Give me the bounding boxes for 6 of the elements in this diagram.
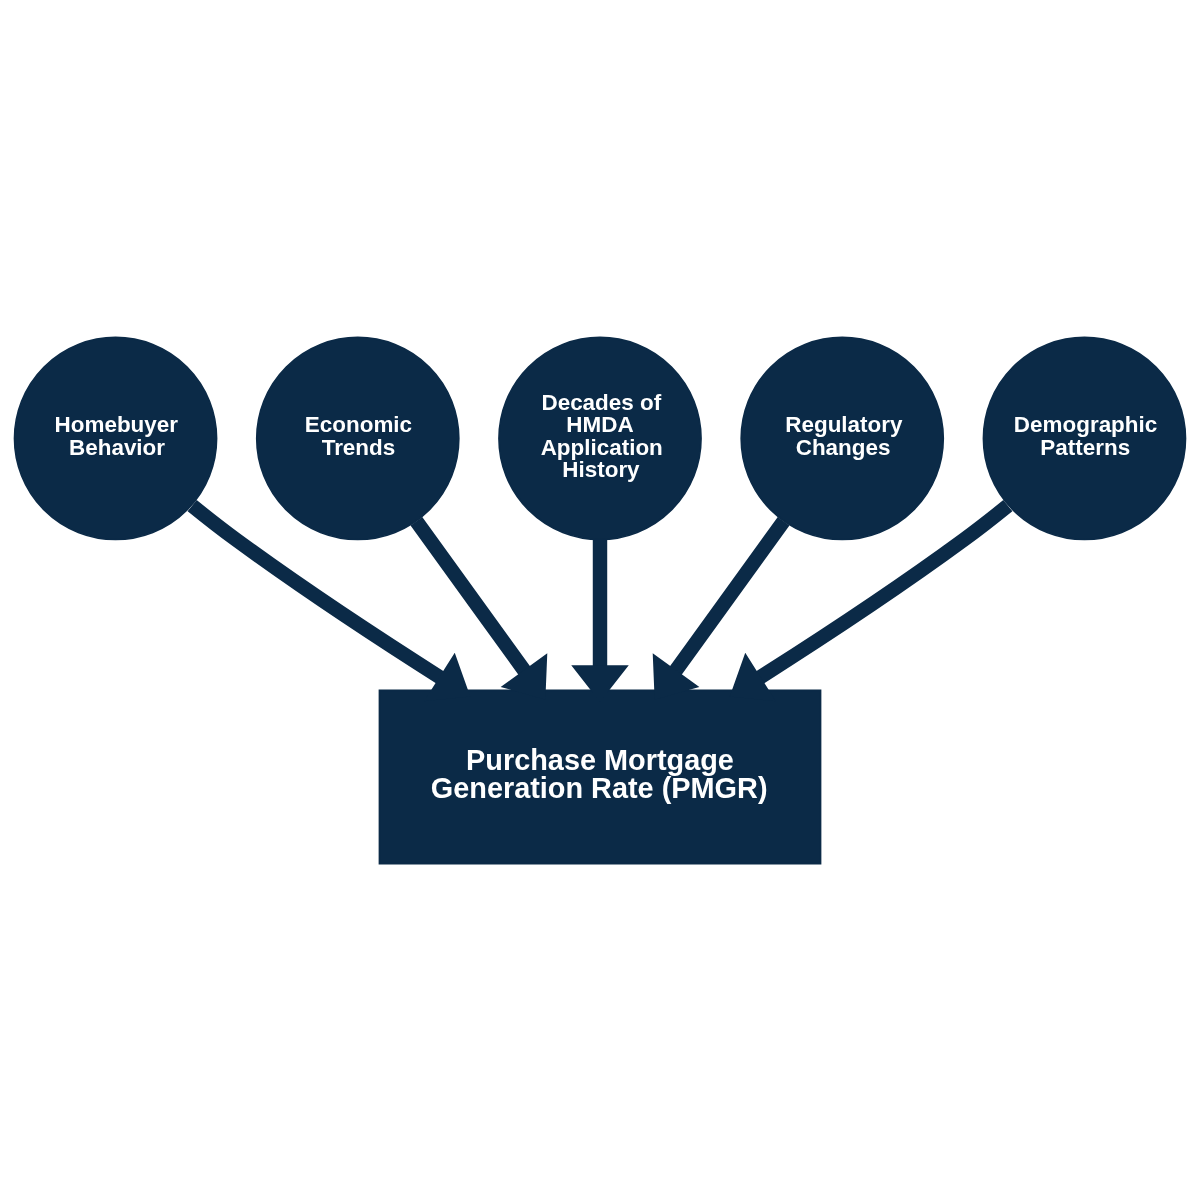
node-circle: Decades of HMDA Application History xyxy=(498,336,702,540)
node-circle: Economic Trends xyxy=(255,336,460,540)
node-circle: Demographic Patterns xyxy=(982,336,1187,540)
node-box: Purchase Mortgage Generation Rate (PMGR) xyxy=(378,689,822,864)
node-circle: Homebuyer Behavior xyxy=(13,336,218,540)
node-circle: Regulatory Changes xyxy=(740,336,945,540)
